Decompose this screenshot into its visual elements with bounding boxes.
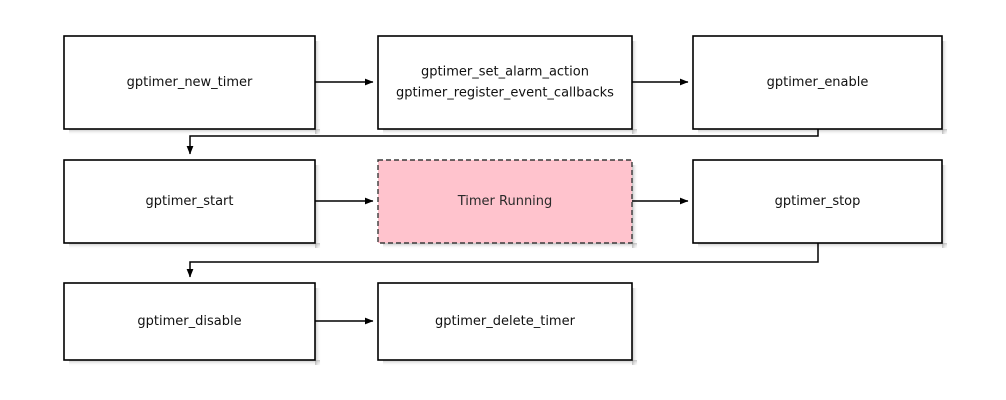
edge-stop-to-disable (186, 243, 819, 278)
node-shadow (942, 165, 948, 248)
node-box-start (63, 159, 316, 244)
node-box-timer-running (377, 159, 633, 244)
node-box-stop (692, 159, 943, 244)
node-shadow (69, 243, 320, 249)
node-shadow (315, 288, 321, 365)
node-box-new-timer (63, 35, 316, 130)
node-shadow (632, 165, 638, 248)
node-timer-running[interactable]: Timer Running (377, 159, 633, 244)
node-label-set-alarm-action: gptimer_set_alarm_action (421, 65, 589, 80)
node-label-set-alarm-action: gptimer_register_event_callbacks (396, 86, 614, 101)
node-label-delete-timer: gptimer_delete_timer (435, 314, 576, 329)
node-shadow (632, 41, 638, 134)
node-label-timer-running: Timer Running (457, 194, 553, 209)
node-shadow-layer (69, 41, 948, 366)
edge-enable-to-start (186, 129, 819, 155)
node-shadow (69, 360, 320, 366)
node-shadow (698, 243, 947, 249)
node-box-enable (692, 35, 943, 130)
edge-layer (186, 78, 819, 325)
node-stop[interactable]: gptimer_stop (692, 159, 943, 244)
node-delete-timer[interactable]: gptimer_delete_timer (377, 282, 633, 361)
node-label-stop: gptimer_stop (775, 194, 861, 209)
node-shadow (315, 165, 321, 248)
node-shadow (69, 129, 320, 135)
node-disable[interactable]: gptimer_disable (63, 282, 316, 361)
node-shadow (942, 41, 948, 134)
node-layer: gptimer_new_timer gptimer_set_alarm_actio… (63, 35, 943, 361)
node-start[interactable]: gptimer_start (63, 159, 316, 244)
node-label-start: gptimer_start (146, 194, 234, 209)
node-set-alarm-action[interactable]: gptimer_set_alarm_action gptimer_register… (377, 35, 633, 130)
node-box-disable (63, 282, 316, 361)
node-shadow (315, 41, 321, 134)
node-shadow (698, 129, 947, 135)
node-label-new-timer: gptimer_new_timer (127, 75, 253, 90)
node-label-enable: gptimer_enable (767, 75, 869, 90)
node-box-delete-timer (377, 282, 633, 361)
node-shadow (632, 288, 638, 365)
node-shadow (383, 360, 637, 366)
node-enable[interactable]: gptimer_enable (692, 35, 943, 130)
node-box-set-alarm-action (377, 35, 633, 130)
node-label-disable: gptimer_disable (137, 314, 241, 329)
node-shadow (383, 243, 637, 249)
node-shadow (383, 129, 637, 135)
node-new-timer[interactable]: gptimer_new_timer (63, 35, 316, 130)
